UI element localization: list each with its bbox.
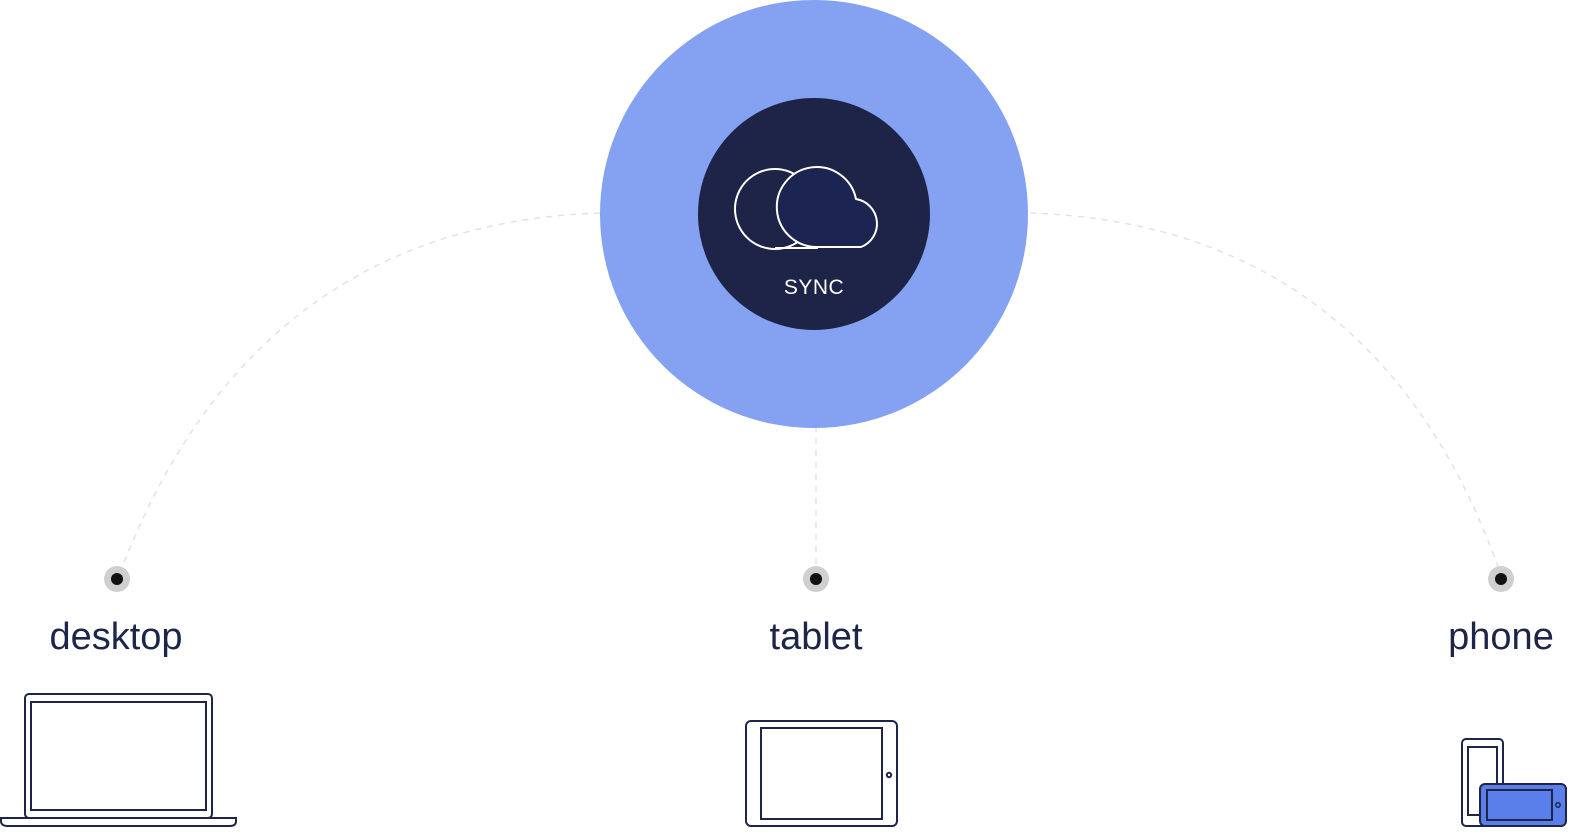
device-label-desktop: desktop bbox=[49, 616, 182, 658]
cloud-icon bbox=[734, 166, 878, 250]
node-markers bbox=[104, 566, 1514, 592]
node-marker-tablet bbox=[803, 566, 829, 592]
node-marker-desktop bbox=[104, 566, 130, 592]
connector-phone bbox=[1029, 212, 1503, 579]
laptop-icon bbox=[0, 693, 237, 827]
connector-desktop bbox=[117, 212, 601, 579]
sync-hub: SYNC bbox=[600, 0, 1028, 428]
sync-label: SYNC bbox=[784, 276, 844, 299]
device-label-tablet: tablet bbox=[770, 616, 863, 658]
device-label-phone: phone bbox=[1448, 616, 1554, 658]
tablet-icon bbox=[745, 720, 898, 827]
node-marker-phone bbox=[1488, 566, 1514, 592]
phone-icon bbox=[1461, 738, 1567, 827]
